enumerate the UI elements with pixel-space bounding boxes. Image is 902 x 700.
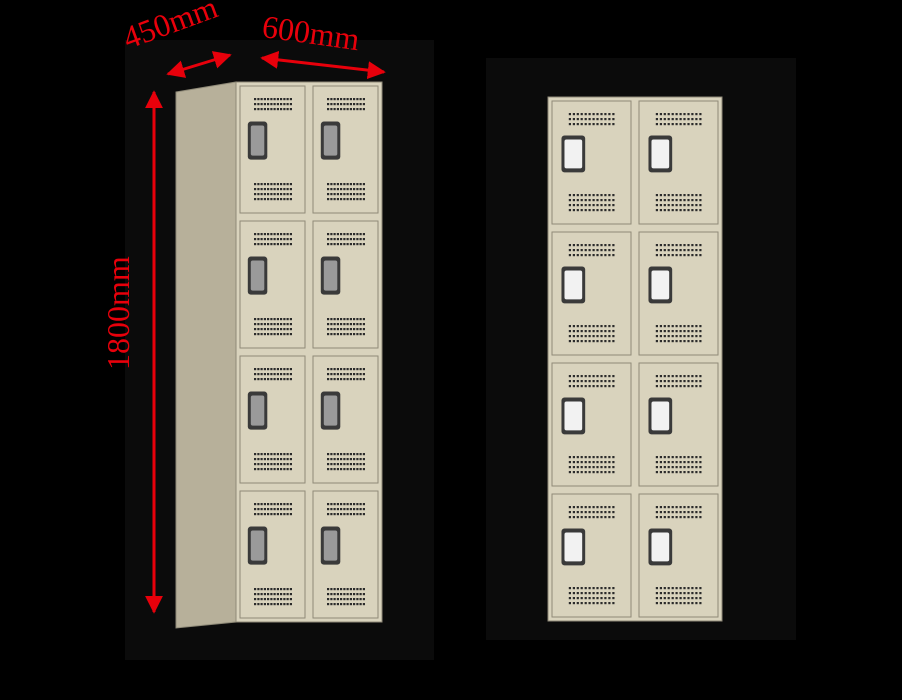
lock-handle-icon xyxy=(561,397,586,435)
locker-door xyxy=(312,490,379,619)
right-locker-unit xyxy=(547,96,723,622)
lock-handle-icon xyxy=(247,121,268,160)
lock-handle-icon xyxy=(561,266,586,304)
lock-handle-icon xyxy=(561,135,586,173)
locker-door xyxy=(312,355,379,484)
locker-door xyxy=(312,85,379,214)
width-arrow xyxy=(260,50,386,80)
locker-door xyxy=(551,493,632,618)
lock-handle-icon xyxy=(320,256,341,295)
locker-door xyxy=(638,231,719,356)
lock-handle-icon xyxy=(320,391,341,430)
lock-handle-icon xyxy=(247,391,268,430)
lock-handle-icon xyxy=(648,528,673,566)
locker-door xyxy=(638,493,719,618)
locker-door xyxy=(239,220,306,349)
lock-handle-icon xyxy=(648,397,673,435)
locker-door xyxy=(551,231,632,356)
locker-door xyxy=(239,85,306,214)
lock-handle-icon xyxy=(648,266,673,304)
lock-handle-icon xyxy=(320,121,341,160)
lock-handle-icon xyxy=(561,528,586,566)
lock-handle-icon xyxy=(320,526,341,565)
locker-door xyxy=(638,100,719,225)
locker-door xyxy=(239,355,306,484)
locker-door xyxy=(551,100,632,225)
left-locker-unit xyxy=(175,81,383,629)
locker-door xyxy=(312,220,379,349)
lock-handle-icon xyxy=(247,526,268,565)
depth-arrow xyxy=(166,51,232,78)
locker-door xyxy=(551,362,632,487)
lock-handle-icon xyxy=(648,135,673,173)
locker-door xyxy=(638,362,719,487)
locker-door xyxy=(239,490,306,619)
lock-handle-icon xyxy=(247,256,268,295)
